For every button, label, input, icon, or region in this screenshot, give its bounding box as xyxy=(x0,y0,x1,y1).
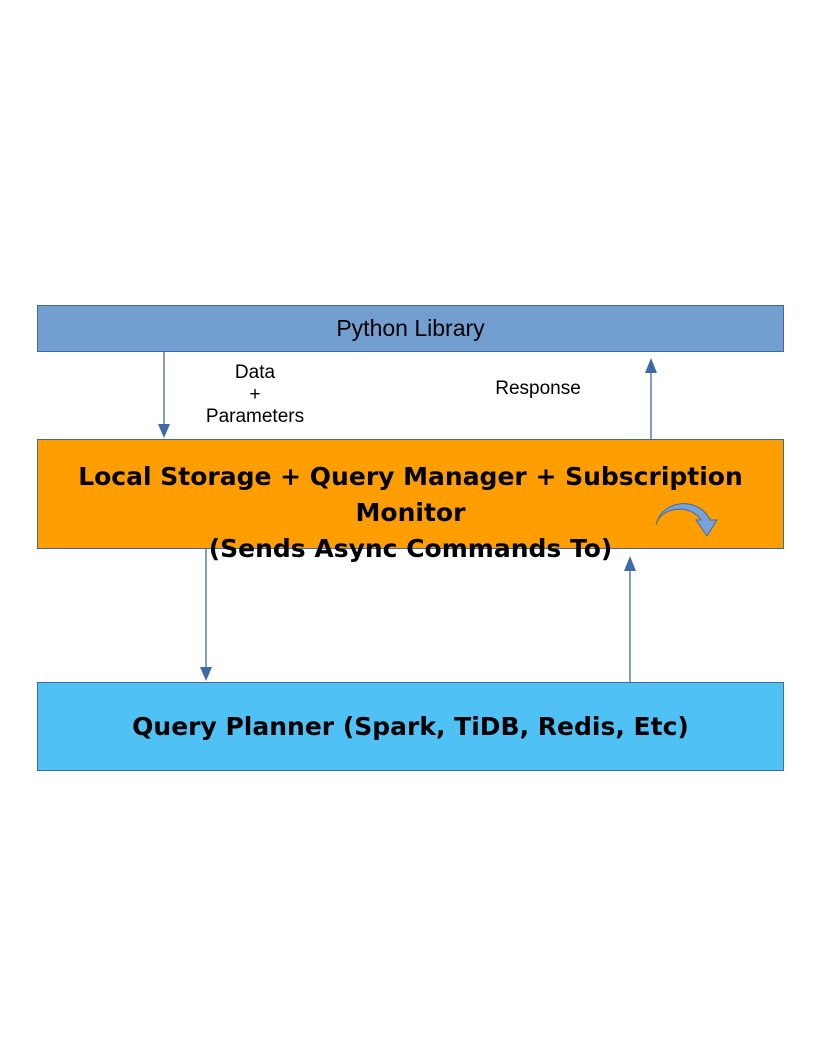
plus-text: + xyxy=(249,384,261,405)
result-up-arrow xyxy=(624,556,636,682)
parameters-text: Parameters xyxy=(205,406,305,427)
query-manager-subtitle: (Sends Async Commands To) xyxy=(208,534,613,563)
curved-arrow-icon xyxy=(655,503,718,537)
python-library-label: Python Library xyxy=(336,315,485,341)
query-manager-title: Local Storage + Query Manager + Subscrip… xyxy=(78,462,743,527)
response-up-arrow xyxy=(645,358,657,439)
data-down-arrow xyxy=(158,352,170,438)
query-planner-box: Query Planner (Spark, TiDB, Redis, Etc) xyxy=(37,682,784,771)
response-label: Response xyxy=(495,378,581,399)
query-manager-box: Local Storage + Query Manager + Subscrip… xyxy=(37,439,784,563)
python-library-box: Python Library xyxy=(37,305,784,352)
query-planner-label: Query Planner (Spark, TiDB, Redis, Etc) xyxy=(132,712,689,741)
command-down-arrow xyxy=(200,549,212,681)
data-text: Data xyxy=(234,362,276,383)
data-parameters-label: Data + Parameters xyxy=(190,362,320,428)
